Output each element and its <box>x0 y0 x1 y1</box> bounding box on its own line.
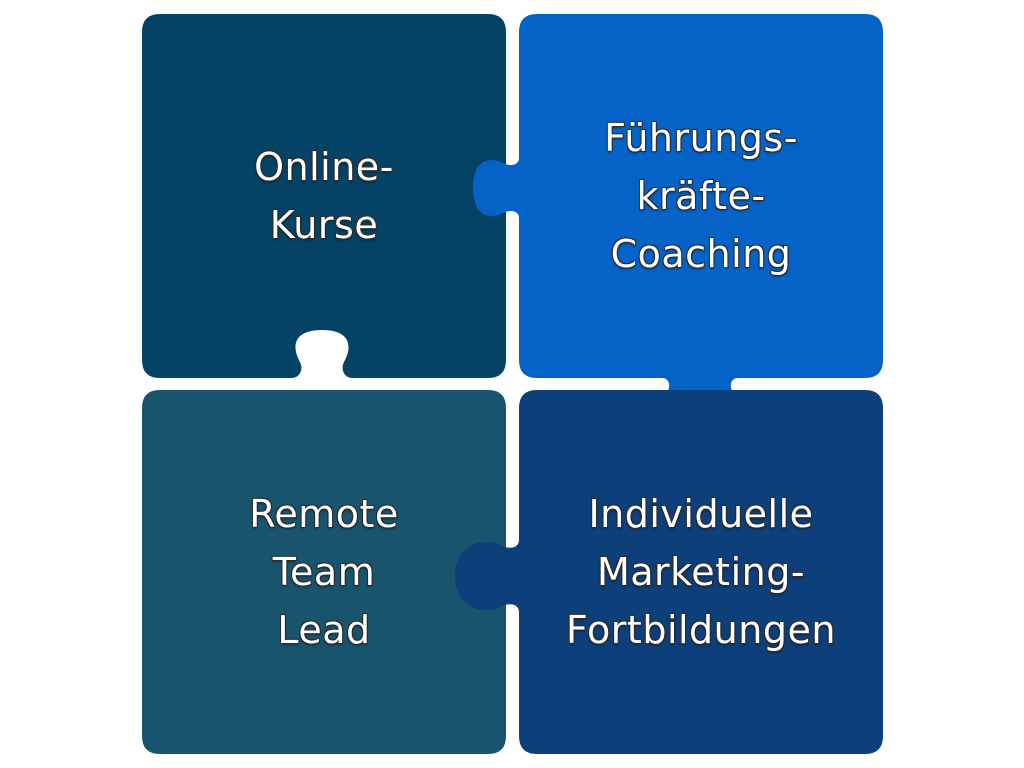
label-line: Remote <box>249 492 399 536</box>
label-line: Marketing- <box>596 550 806 594</box>
piece-label-individuelle-marketing-fortbildungen: Individuelle Marketing- Fortbildungen <box>519 390 883 754</box>
puzzle-piece-individuelle-marketing-fortbildungen <box>455 390 883 754</box>
label-line: Individuelle <box>588 492 814 536</box>
label-line: Coaching <box>610 232 792 276</box>
label-line: Fortbildungen <box>566 608 836 652</box>
puzzle-piece-fuehrungskraefte-coaching <box>473 14 883 434</box>
puzzle-piece-remote-team-lead <box>142 390 506 754</box>
piece-label-online-kurse: Online- Kurse <box>142 14 506 378</box>
label-line: Team <box>272 550 376 594</box>
piece-label-remote-team-lead: Remote Team Lead <box>142 390 506 754</box>
label-line: Lead <box>277 608 371 652</box>
label-line: kräfte- <box>636 174 766 218</box>
label-line: Kurse <box>269 203 379 247</box>
label-line: Online- <box>254 145 394 189</box>
piece-label-fuehrungskraefte-coaching: Führungs- kräfte- Coaching <box>519 14 883 378</box>
label-line: Führungs- <box>604 116 798 160</box>
puzzle-piece-online-kurse <box>142 14 506 378</box>
